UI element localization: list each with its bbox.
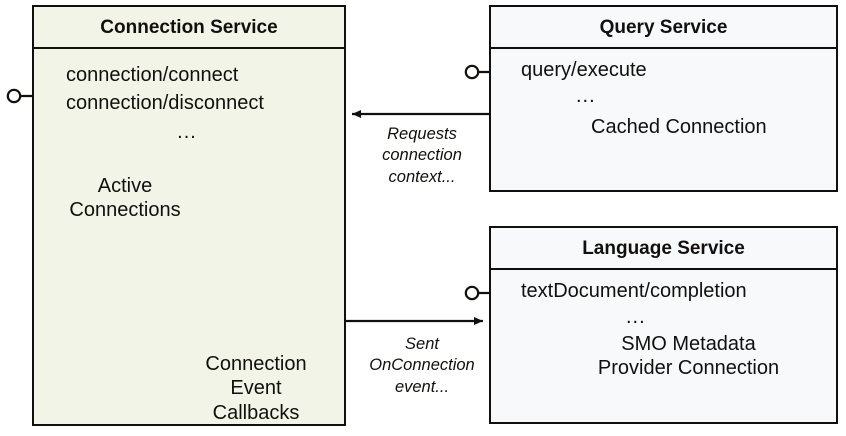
query-service-operation-ellipsis: ... (576, 85, 596, 107)
query-service-body: query/execute ... Cached Connection (491, 49, 836, 190)
connection-service-body: connection/connect connection/disconnect… (34, 49, 344, 424)
active-connections-label: Active Connections (40, 174, 210, 223)
component-query-service[interactable]: Query Service query/execute ... Cached C… (489, 5, 838, 192)
callbacks-label-line1: Connection (205, 353, 307, 375)
edge-label-requests-line3: context... (388, 167, 456, 186)
language-service-operation-ellipsis: ... (626, 306, 646, 328)
smo-metadata-provider-connection-label: SMO Metadata Provider Connection (556, 332, 821, 380)
edge-label-sent-line1: Sent (405, 335, 439, 353)
cached-connection-label: Cached Connection (591, 116, 767, 138)
edge-label-requests-line2: connection (382, 146, 462, 165)
component-connection-service[interactable]: Connection Service connection/connect co… (32, 5, 346, 426)
callbacks-label-line3: Callbacks (212, 401, 300, 424)
operation-connection-connect[interactable]: connection/connect (66, 64, 239, 86)
operation-connection-disconnect[interactable]: connection/disconnect (66, 92, 264, 115)
smo-label-line2: Provider Connection (597, 357, 780, 379)
language-service-body: textDocument/completion ... SMO Metadata… (491, 270, 836, 422)
callbacks-label-line2: Event (230, 377, 282, 400)
edge-label-query-to-connection: Requests connection context... (347, 124, 497, 188)
connection-service-title: Connection Service (34, 7, 344, 49)
query-service-title: Query Service (491, 7, 836, 49)
operation-textdocument-completion[interactable]: textDocument/completion (521, 280, 747, 302)
connection-event-callbacks-label: Connection Event Callbacks (174, 352, 338, 425)
connection-service-operations: connection/connect connection/disconnect… (34, 61, 344, 146)
edge-label-connection-to-language: Sent OnConnection event... (347, 334, 497, 398)
active-connections-label-line1: Active (97, 175, 153, 197)
operation-query-execute[interactable]: query/execute (521, 59, 647, 81)
smo-label-line1: SMO Metadata (621, 333, 756, 355)
active-connections-label-line2: Connections (69, 199, 181, 222)
edge-label-sent-line3: event... (394, 377, 450, 396)
language-service-title: Language Service (491, 228, 836, 270)
edge-label-requests-line1: Requests (387, 125, 457, 143)
edge-label-sent-line2: OnConnection (369, 356, 475, 375)
operation-ellipsis: ... (177, 120, 197, 143)
component-language-service[interactable]: Language Service textDocument/completion… (489, 226, 838, 424)
